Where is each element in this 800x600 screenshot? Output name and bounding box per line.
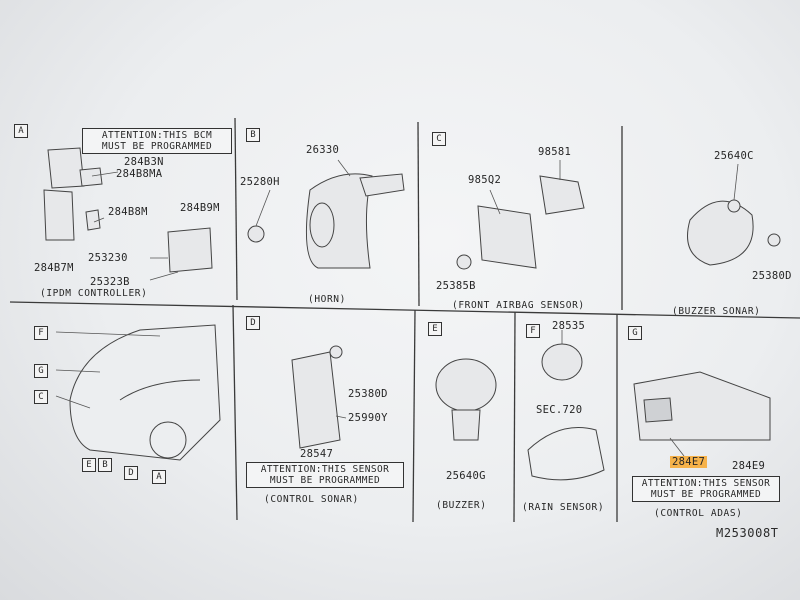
part-label: 284B7M bbox=[34, 262, 74, 274]
part-label: 28547 bbox=[300, 448, 334, 460]
section-caption: (FRONT AIRBAG SENSOR) bbox=[452, 300, 585, 311]
section-caption: (RAIN SENSOR) bbox=[522, 502, 605, 513]
section-caption: (IPDM CONTROLLER) bbox=[40, 288, 148, 299]
section-caption: (CONTROL ADAS) bbox=[654, 508, 743, 519]
section-tag-g: G bbox=[628, 326, 642, 340]
part-label: 25640C bbox=[714, 150, 754, 162]
part-label: 284B9M bbox=[180, 202, 220, 214]
section-caption: (CONTROL SONAR) bbox=[264, 494, 359, 505]
section-tag-f: F bbox=[526, 324, 540, 338]
part-label: 25380D bbox=[752, 270, 792, 282]
part-label: 28535 bbox=[552, 320, 586, 332]
car-tag-f: F bbox=[34, 326, 48, 340]
part-label: 284E9 bbox=[732, 460, 766, 472]
attention-line-1: ATTENTION:THIS SENSOR bbox=[641, 478, 771, 489]
part-label-highlighted: 284E7 bbox=[670, 456, 708, 468]
section-caption: (BUZZER) bbox=[436, 500, 487, 511]
section-caption: (BUZZER SONAR) bbox=[672, 306, 761, 317]
car-tag-g: G bbox=[34, 364, 48, 378]
section-tag-b: B bbox=[246, 128, 260, 142]
attention-note-sonar: ATTENTION:THIS SENSOR MUST BE PROGRAMMED bbox=[246, 462, 404, 488]
car-tag-a: A bbox=[152, 470, 166, 484]
section-caption: (HORN) bbox=[308, 294, 346, 305]
part-label: 284B3N bbox=[124, 156, 164, 168]
part-label: 25385B bbox=[436, 280, 476, 292]
attention-line-1: ATTENTION:THIS BCM bbox=[101, 130, 213, 141]
car-tag-c: C bbox=[34, 390, 48, 404]
section-tag-e: E bbox=[428, 322, 442, 336]
section-tag-a: A bbox=[14, 124, 28, 138]
attention-line-2: MUST BE PROGRAMMED bbox=[650, 489, 762, 500]
attention-line-1: ATTENTION:THIS SENSOR bbox=[260, 464, 390, 475]
part-label: 25990Y bbox=[348, 412, 388, 424]
part-label: 98581 bbox=[538, 146, 572, 158]
attention-note-bcm: ATTENTION:THIS BCM MUST BE PROGRAMMED bbox=[82, 128, 232, 154]
section-tag-c: C bbox=[432, 132, 446, 146]
car-tag-d: D bbox=[124, 466, 138, 480]
part-label: 985Q2 bbox=[468, 174, 502, 186]
diagram-ref-code: M253008T bbox=[716, 526, 779, 540]
part-label: 26330 bbox=[306, 144, 340, 156]
part-label: SEC.720 bbox=[536, 404, 583, 416]
part-label: 284B8M bbox=[108, 206, 148, 218]
part-label: 25640G bbox=[446, 470, 486, 482]
attention-note-adas: ATTENTION:THIS SENSOR MUST BE PROGRAMMED bbox=[632, 476, 780, 502]
car-tag-e: E bbox=[82, 458, 96, 472]
attention-line-2: MUST BE PROGRAMMED bbox=[269, 475, 381, 486]
section-tag-d: D bbox=[246, 316, 260, 330]
part-label: 253230 bbox=[88, 252, 128, 264]
part-label: 25323B bbox=[90, 276, 130, 288]
part-label: 25380D bbox=[348, 388, 388, 400]
part-label: 25280H bbox=[240, 176, 280, 188]
part-label: 284B8MA bbox=[116, 168, 163, 180]
attention-line-2: MUST BE PROGRAMMED bbox=[101, 141, 213, 152]
car-tag-b: B bbox=[98, 458, 112, 472]
